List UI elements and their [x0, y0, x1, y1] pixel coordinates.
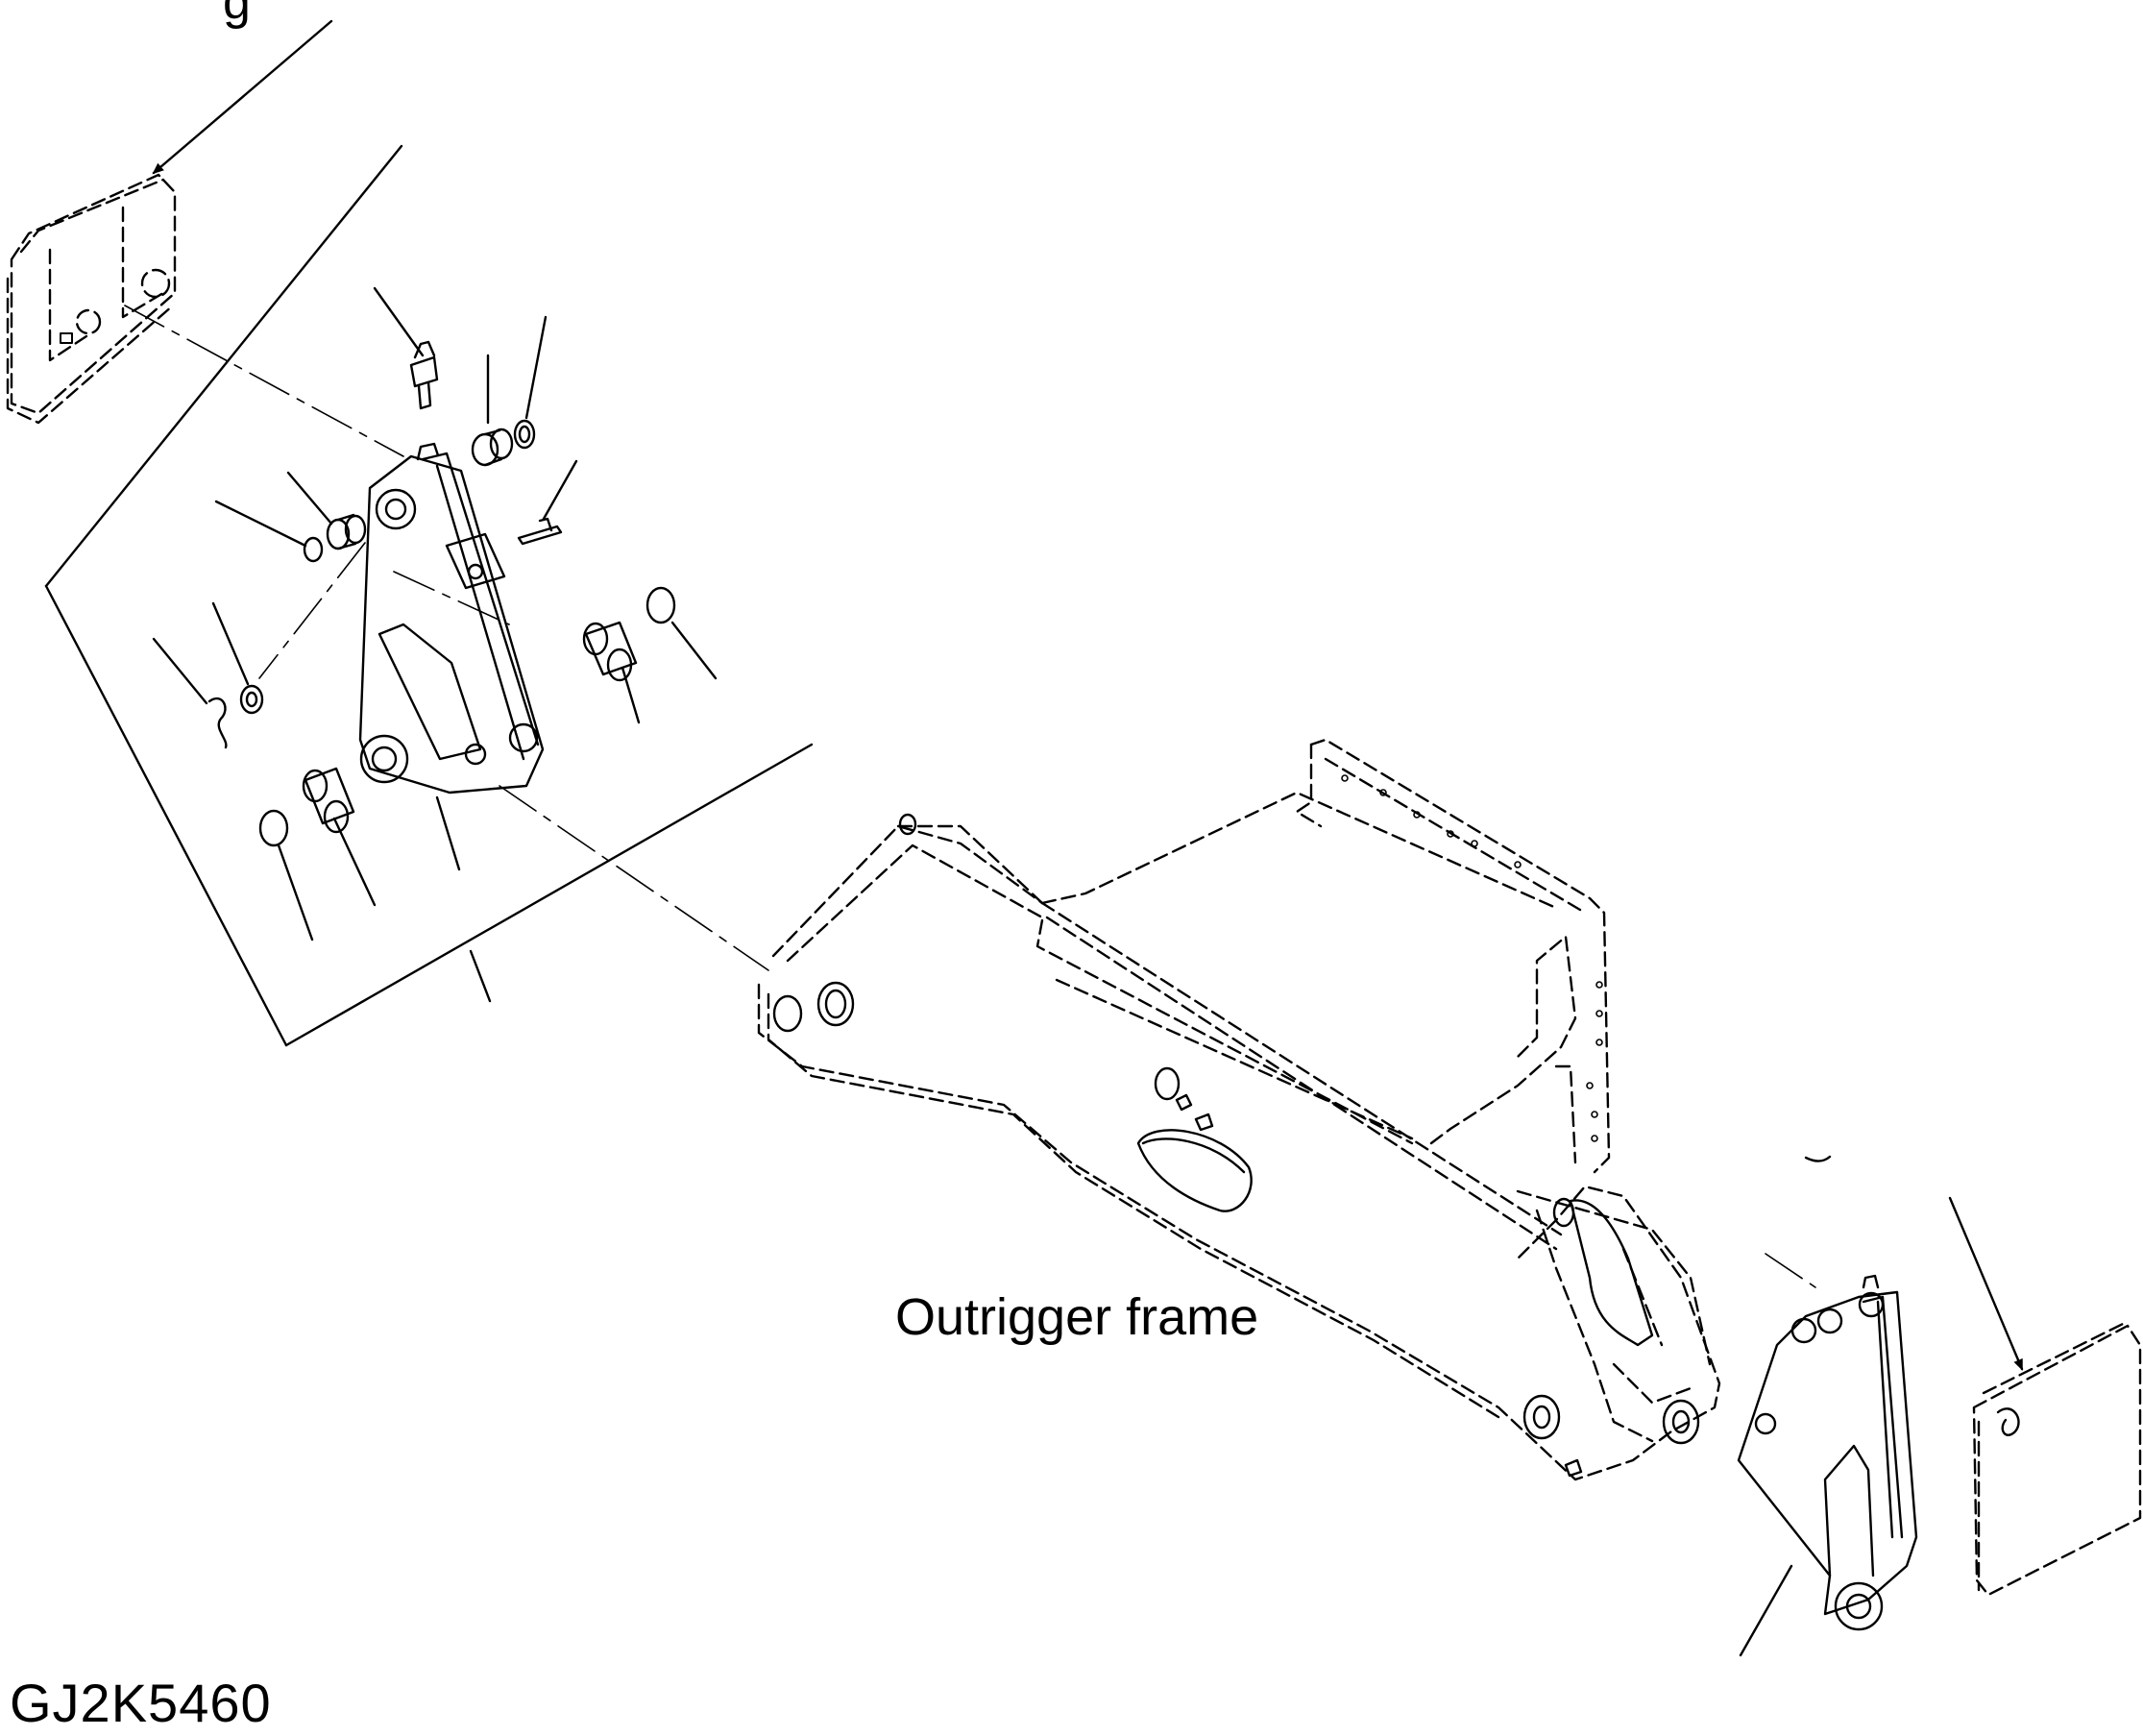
drawing-number: GJ2K5460 — [10, 1673, 272, 1733]
left-bushing — [286, 471, 367, 550]
centre-lines — [124, 305, 1816, 1288]
bolt — [517, 459, 578, 546]
upper-bushing — [471, 354, 514, 467]
mark-fragment — [1804, 1155, 1832, 1162]
left-attachment-phantom — [6, 173, 177, 425]
subassembly-outline — [44, 144, 814, 1047]
right-attachment-clip — [1996, 1407, 2020, 1436]
swing-link-left — [358, 442, 545, 795]
grease-fitting — [373, 286, 439, 410]
right-attachment-arrow — [1948, 1196, 2024, 1371]
left-attachment-grease-point — [60, 332, 73, 344]
left-seal-ring — [214, 500, 324, 563]
washer — [211, 601, 264, 715]
pin-clip — [152, 637, 228, 749]
swing-link-right — [1737, 1274, 1918, 1657]
outrigger-frame-label: Outrigger frame — [895, 1288, 1259, 1346]
right-attachment-phantom — [1972, 1322, 2142, 1597]
upper-seal-ring — [513, 315, 548, 450]
right-bushing — [582, 621, 641, 724]
outrigger-frame-phantom — [757, 738, 1721, 1481]
outrigger-frame-details — [772, 813, 1700, 1478]
lower-seal-ring — [258, 809, 314, 941]
left-attachment-arrow — [152, 19, 333, 175]
top-callout-fragment: g — [223, 0, 251, 30]
swing-link-leader — [435, 795, 461, 871]
lower-bushing — [302, 767, 377, 907]
outrigger-frame-mounting-holes — [1341, 774, 1603, 1142]
right-seal-ring — [645, 586, 718, 680]
